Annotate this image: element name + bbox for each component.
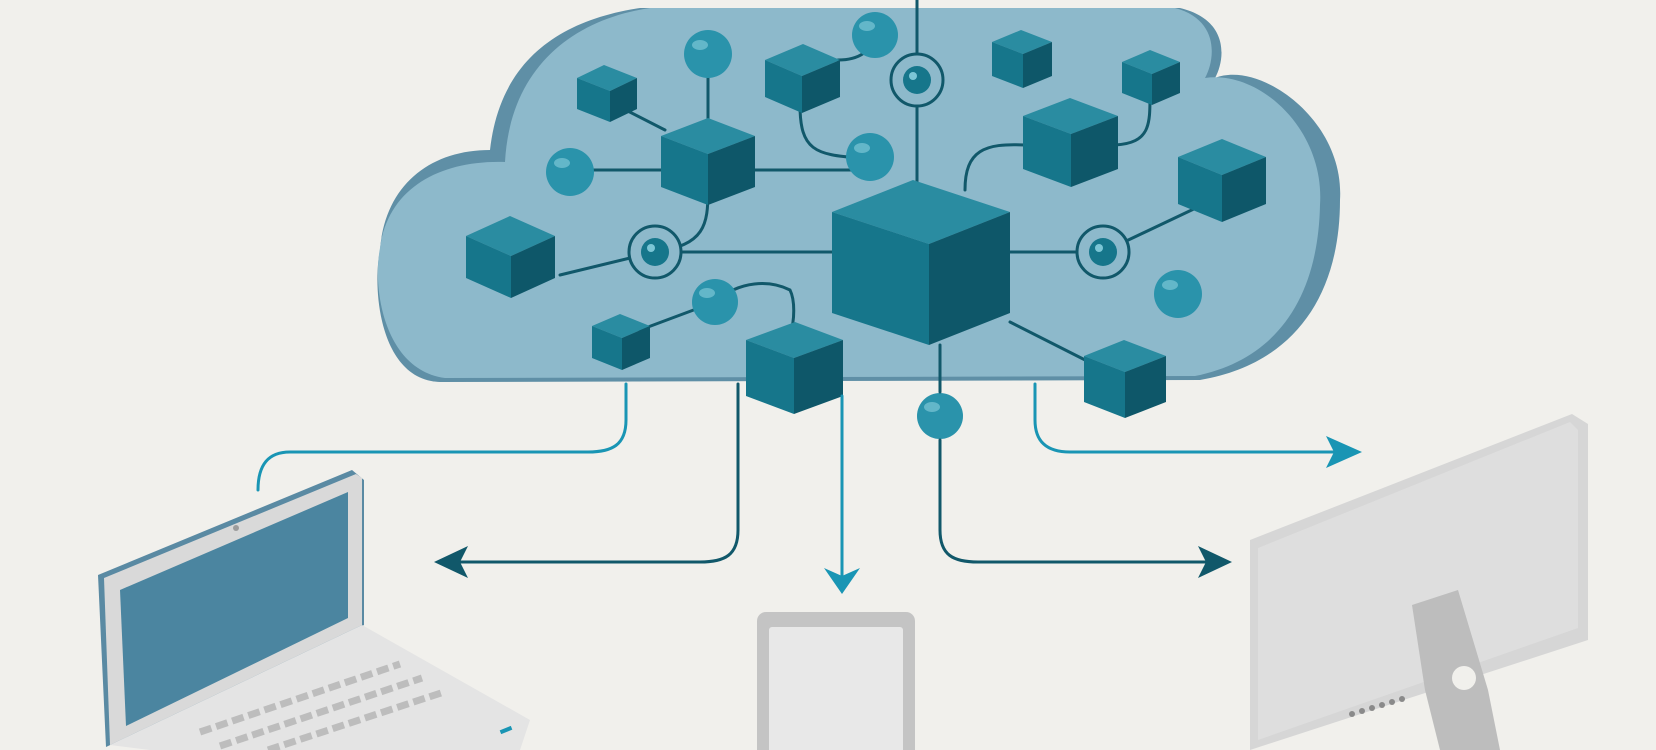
flow-line-desktop bbox=[1033, 382, 1352, 454]
laptop-icon bbox=[98, 470, 530, 750]
cube-node-icon bbox=[1023, 98, 1118, 187]
connection-line bbox=[963, 143, 1027, 192]
cube-node-icon bbox=[1122, 50, 1180, 105]
ring-hub-icon bbox=[627, 224, 683, 280]
arrow-right-icon bbox=[1326, 436, 1362, 468]
sphere-node-icon bbox=[1154, 270, 1202, 318]
tablet-icon bbox=[757, 612, 915, 750]
flow-line-left bbox=[440, 382, 740, 564]
cube-node-icon bbox=[577, 65, 637, 122]
cube-node-icon bbox=[592, 314, 650, 370]
laptop-base bbox=[110, 625, 530, 750]
laptop-port bbox=[499, 725, 513, 735]
connection-line bbox=[1008, 320, 1097, 367]
sphere-node-icon bbox=[684, 30, 732, 78]
laptop-screen bbox=[120, 492, 348, 726]
cloud-nodes bbox=[546, 12, 1202, 439]
sphere-node-icon bbox=[852, 12, 898, 58]
monitor-screen bbox=[1258, 422, 1578, 740]
flow-line-center-right bbox=[938, 343, 1224, 564]
tablet-screen bbox=[769, 627, 903, 750]
cube-node-icon bbox=[1084, 340, 1166, 418]
cube-node-icon bbox=[661, 118, 755, 205]
arrow-left-icon bbox=[434, 546, 468, 578]
flow-line-laptop bbox=[256, 382, 628, 492]
arrow-down-icon bbox=[824, 568, 860, 594]
cube-node-icon bbox=[746, 322, 843, 414]
ring-hub-icon bbox=[1075, 224, 1131, 280]
cube-node-icon bbox=[832, 180, 1010, 345]
sphere-node-icon bbox=[546, 148, 594, 196]
cloud-hubs bbox=[627, 52, 1131, 280]
cloud-cubes bbox=[466, 30, 1266, 418]
flow-lines bbox=[256, 343, 1352, 584]
cube-node-icon bbox=[466, 216, 555, 298]
laptop-camera bbox=[233, 525, 239, 531]
laptop-keyboard bbox=[198, 660, 446, 750]
cube-node-icon bbox=[1178, 139, 1266, 222]
arrow-right-icon bbox=[1198, 546, 1232, 578]
flow-arrows bbox=[434, 436, 1362, 594]
monitor-stand-hole bbox=[1452, 666, 1476, 690]
desktop-monitor-icon bbox=[1250, 414, 1588, 750]
cube-node-icon bbox=[765, 44, 840, 113]
sphere-node-icon bbox=[846, 133, 894, 181]
sphere-node-icon bbox=[917, 393, 963, 439]
monitor-vents bbox=[1349, 696, 1405, 717]
sphere-node-icon bbox=[692, 279, 738, 325]
ring-hub-icon bbox=[889, 52, 945, 108]
cube-node-icon bbox=[992, 30, 1052, 88]
connection-line bbox=[713, 282, 796, 337]
